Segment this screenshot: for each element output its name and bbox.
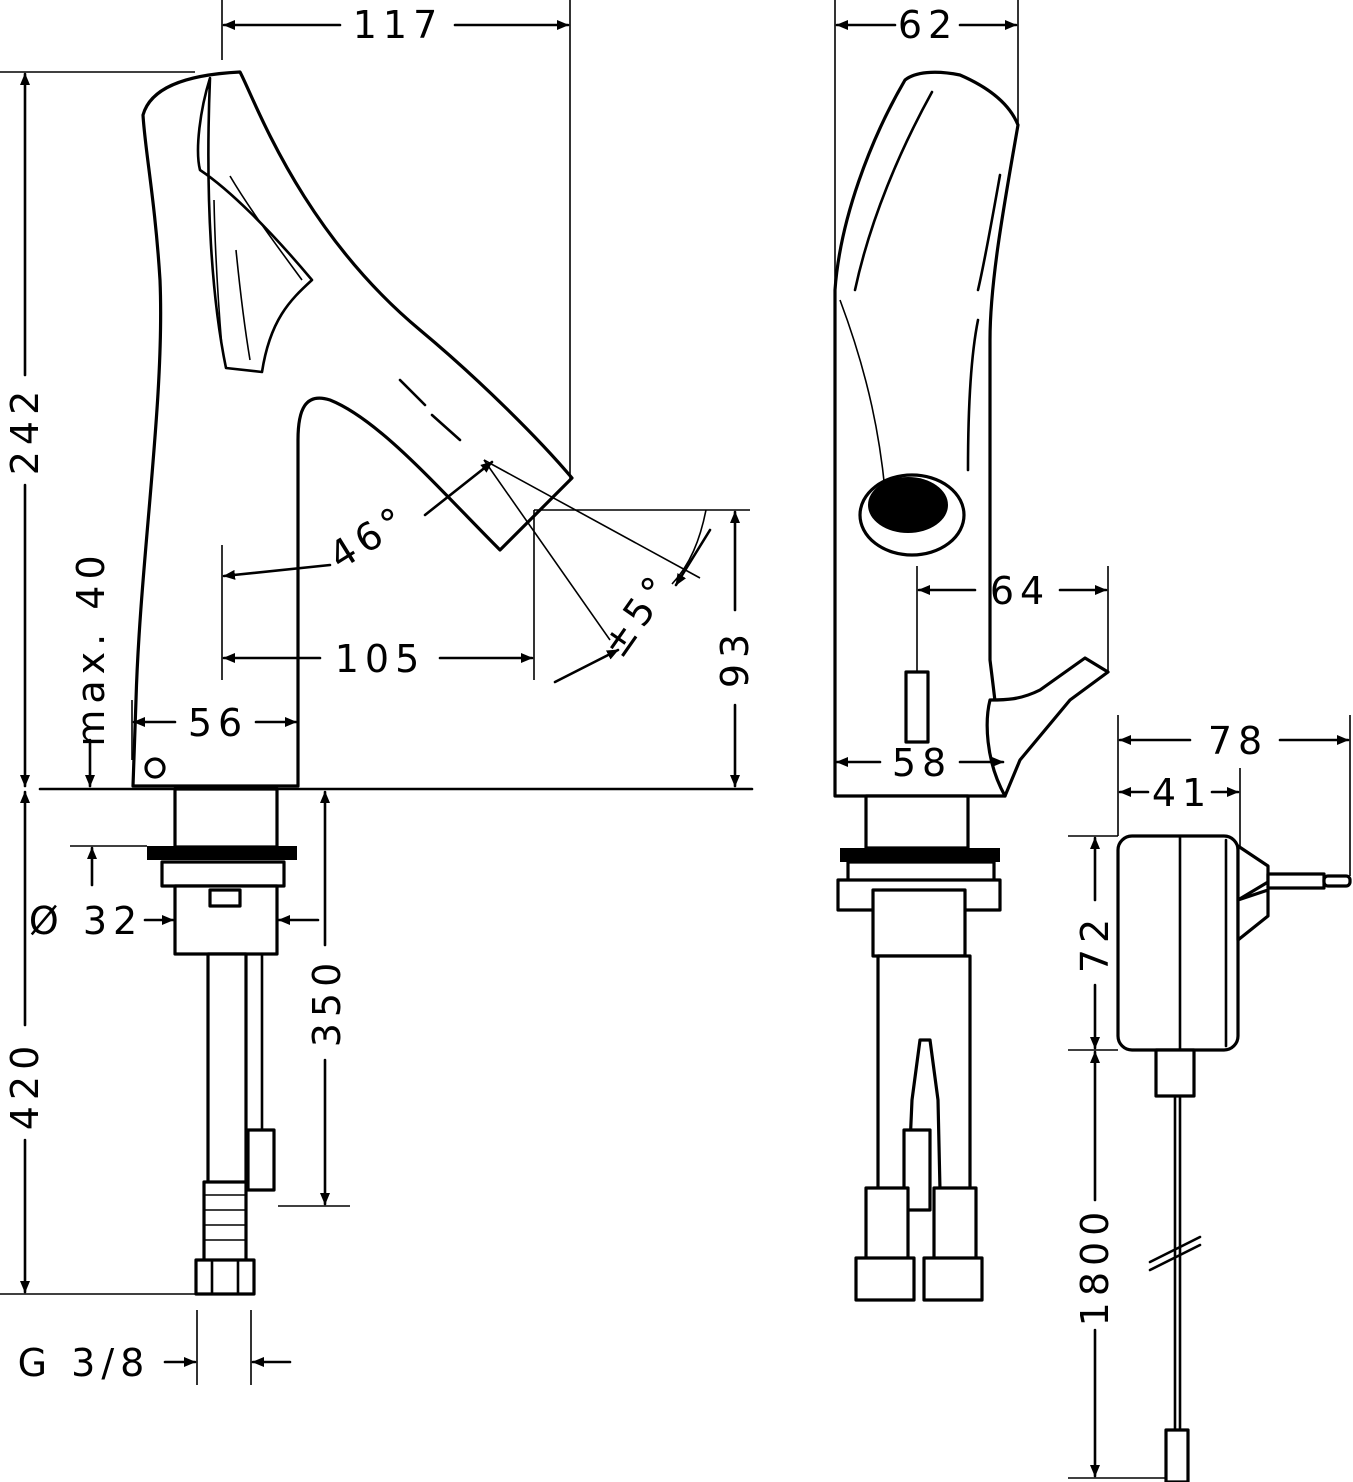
side-dimensions bbox=[0, 0, 750, 1385]
dim-lever-reach: 64 bbox=[990, 569, 1050, 613]
dim-reach: 105 bbox=[335, 637, 426, 681]
front-view-underdeck bbox=[836, 794, 1002, 1302]
lever-handle bbox=[985, 656, 1110, 798]
front-dimensions bbox=[834, 0, 1109, 767]
side-view-faucet bbox=[38, 70, 754, 791]
front-view-faucet bbox=[833, 70, 1110, 798]
dim-spray-angle: 46° bbox=[321, 496, 417, 579]
dim-below-deck: 420 bbox=[3, 1040, 47, 1131]
dim-side-width-top: 117 bbox=[353, 3, 444, 47]
dim-cable-length: 1800 bbox=[1073, 1206, 1117, 1327]
dim-front-base-width: 58 bbox=[892, 741, 952, 785]
dim-diameter: Ø 32 bbox=[29, 899, 143, 943]
dim-spout-height: 93 bbox=[713, 628, 757, 688]
sensor-dot bbox=[144, 757, 166, 779]
side-hose-fitting bbox=[194, 1180, 256, 1296]
dim-side-base-width: 56 bbox=[188, 701, 248, 745]
side-view-underdeck bbox=[147, 787, 297, 1296]
dim-front-width-top: 62 bbox=[898, 3, 958, 47]
dim-plug-width: 78 bbox=[1208, 719, 1268, 763]
sensor-window bbox=[904, 670, 930, 744]
dim-hose-length: 350 bbox=[305, 957, 349, 1048]
front-hose-fittings bbox=[854, 1186, 984, 1302]
dim-body-width: 41 bbox=[1152, 771, 1212, 815]
power-dimensions bbox=[1068, 715, 1351, 1479]
dim-thread: G 3/8 bbox=[18, 1341, 151, 1385]
dim-tilt: ±5° bbox=[593, 564, 682, 665]
power-supply bbox=[1116, 834, 1352, 1482]
dim-psu-height: 72 bbox=[1073, 913, 1117, 973]
dim-max-sink: max. 40 bbox=[69, 549, 113, 746]
dim-side-height-total: 242 bbox=[3, 385, 47, 476]
